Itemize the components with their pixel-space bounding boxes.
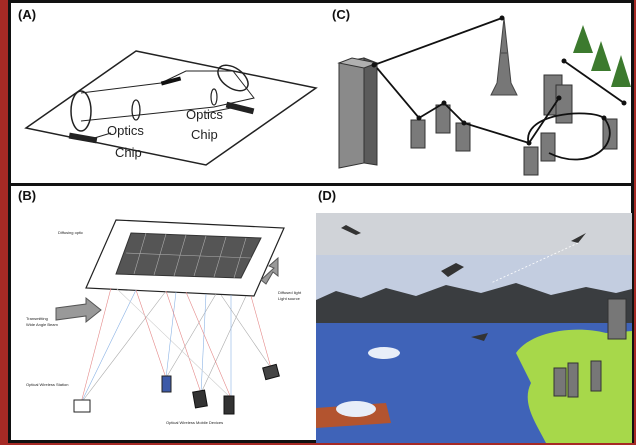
eiffel-tower-icon bbox=[490, 17, 518, 96]
devices-caption: Optical Wireless Mobile Devices bbox=[166, 420, 223, 425]
phone-icon bbox=[161, 375, 172, 393]
laptop-icon bbox=[262, 363, 280, 381]
panel-a-label: (A) bbox=[18, 7, 37, 22]
tall-building bbox=[337, 57, 379, 169]
panel-a-drawing: Optics Chip Optics Chip bbox=[24, 50, 318, 166]
hills bbox=[316, 283, 632, 328]
link-1 bbox=[373, 17, 503, 66]
optics-label-1: Optics bbox=[107, 123, 144, 138]
link-nodes bbox=[371, 15, 627, 146]
link-2 bbox=[376, 67, 560, 145]
station-label: Optical Wireless Station bbox=[26, 382, 68, 387]
panel-c-label: (C) bbox=[332, 7, 351, 22]
board-plane bbox=[24, 50, 318, 166]
chip-left bbox=[68, 132, 98, 144]
panel-c-drawing bbox=[337, 15, 631, 176]
mirror-icon bbox=[217, 64, 249, 92]
panel-b-label: (B) bbox=[18, 188, 37, 203]
ship-icon bbox=[368, 347, 400, 359]
panel-b-drawing: Diffusing optic Diffused light Light sou… bbox=[26, 219, 302, 425]
figure-frame: (A) (C) (B) (D) Optics Chip Optics Chip bbox=[8, 0, 634, 443]
lens-1-icon bbox=[70, 90, 92, 132]
diffuser-grid-lines bbox=[125, 232, 252, 279]
panel-d-drawing bbox=[316, 213, 632, 443]
wide-angle-label: Wide Angle Beam bbox=[26, 322, 58, 327]
panel-divider bbox=[11, 183, 631, 186]
transmitting-label: Transmitting bbox=[26, 316, 48, 321]
chip-label-1: Chip bbox=[115, 145, 142, 160]
diffused-light-label: Diffused light bbox=[278, 290, 302, 295]
diffusing-optic-label: Diffusing optic bbox=[58, 230, 83, 235]
aircraft-icons bbox=[341, 225, 586, 341]
panel-d-label: (D) bbox=[318, 188, 337, 203]
link-trees bbox=[563, 60, 625, 104]
lens-2-icon bbox=[131, 99, 141, 121]
upper-sky bbox=[316, 213, 632, 255]
chip-right bbox=[225, 101, 255, 115]
tree-icons bbox=[573, 25, 631, 87]
optics-label-2: Optics bbox=[186, 107, 223, 122]
chip-leader-2 bbox=[205, 107, 232, 114]
station-icon bbox=[73, 399, 91, 413]
transmit-arrow-icon bbox=[55, 296, 102, 324]
device-icon bbox=[223, 395, 235, 415]
tablet-icon bbox=[192, 389, 208, 409]
building-cluster bbox=[410, 74, 618, 176]
lens-3-icon bbox=[210, 88, 218, 106]
fiber-segment bbox=[160, 76, 182, 86]
boat-icon bbox=[336, 401, 376, 417]
diffused-arrow-icon bbox=[260, 256, 279, 285]
chip-label-2: Chip bbox=[191, 127, 218, 142]
chip-leader-1 bbox=[90, 132, 112, 140]
coastal-buildings bbox=[553, 298, 627, 398]
light-source-label: Light source bbox=[278, 296, 301, 301]
light-rays bbox=[80, 287, 272, 404]
